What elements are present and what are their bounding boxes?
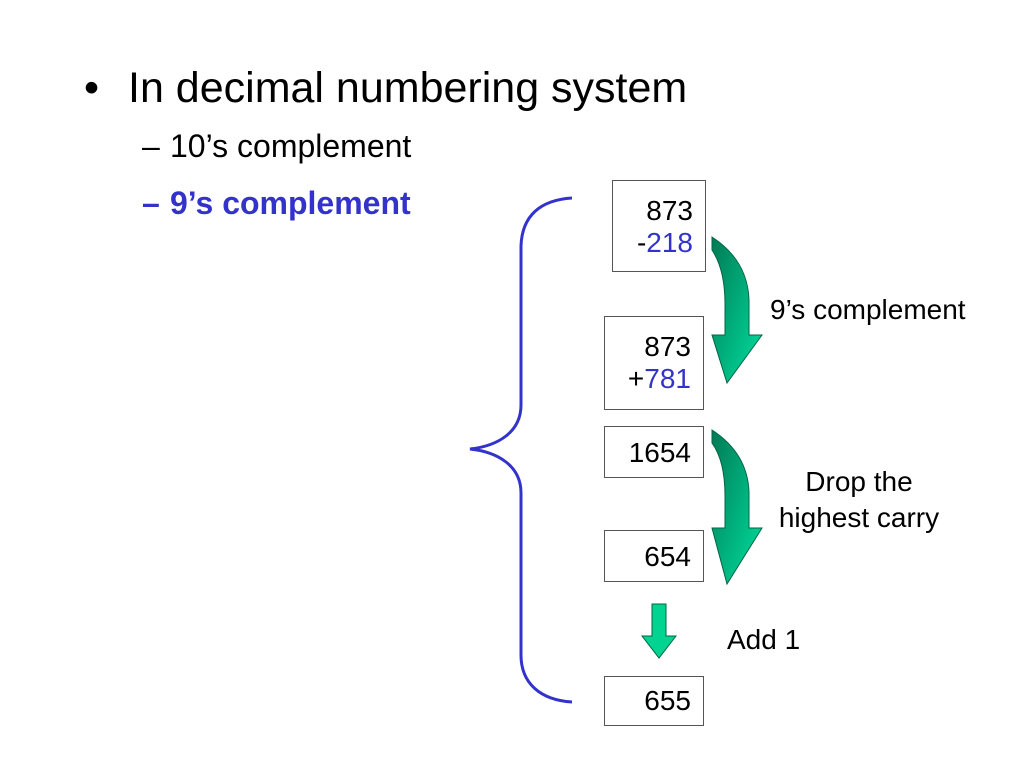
step-label-nines-complement: 9’s complement — [770, 294, 966, 325]
operand-box: 873 -218 — [612, 180, 706, 272]
subtrahend-line: -218 — [613, 227, 693, 259]
complement-box: 873 +781 — [604, 316, 704, 410]
curved-arrow-icon — [711, 429, 763, 586]
dropped-carry-value: 654 — [644, 541, 691, 572]
sum-box: 1654 — [604, 426, 704, 478]
bullet-marker: • — [84, 64, 100, 112]
minuend-value: 873 — [646, 195, 693, 226]
drop-carry-line1: Drop the — [805, 466, 913, 497]
sub-bullet-nines-complement: –9’s complement — [142, 183, 411, 223]
result-value: 655 — [644, 685, 691, 716]
sub-bullet-marker: – — [142, 128, 160, 164]
sub-bullet-text: 9’s complement — [170, 185, 411, 221]
curved-arrow-icon — [711, 236, 763, 385]
dropped-carry-box: 654 — [604, 530, 704, 582]
plus-sign: + — [627, 363, 645, 394]
sub-bullet-text: 10’s complement — [170, 128, 412, 164]
drop-carry-line2: highest carry — [778, 502, 940, 533]
sum-value: 1654 — [628, 437, 691, 468]
main-bullet-text: In decimal numbering system — [128, 64, 688, 112]
main-bullet: • In decimal numbering system — [84, 62, 687, 114]
step-label-drop-carry: Drop the highest carry — [760, 464, 958, 536]
step-label-add-one: Add 1 — [727, 624, 801, 655]
complement-line: +781 — [605, 363, 691, 395]
subtrahend-value: 218 — [646, 227, 693, 258]
result-box: 655 — [604, 676, 704, 726]
minuend-value: 873 — [644, 331, 691, 362]
curly-brace — [469, 196, 573, 704]
minus-sign: - — [636, 227, 647, 258]
sub-bullet-tens-complement: –10’s complement — [142, 126, 411, 166]
complement-value: 781 — [644, 363, 691, 394]
sub-bullet-marker: – — [142, 185, 160, 221]
down-arrow-icon — [640, 603, 678, 659]
